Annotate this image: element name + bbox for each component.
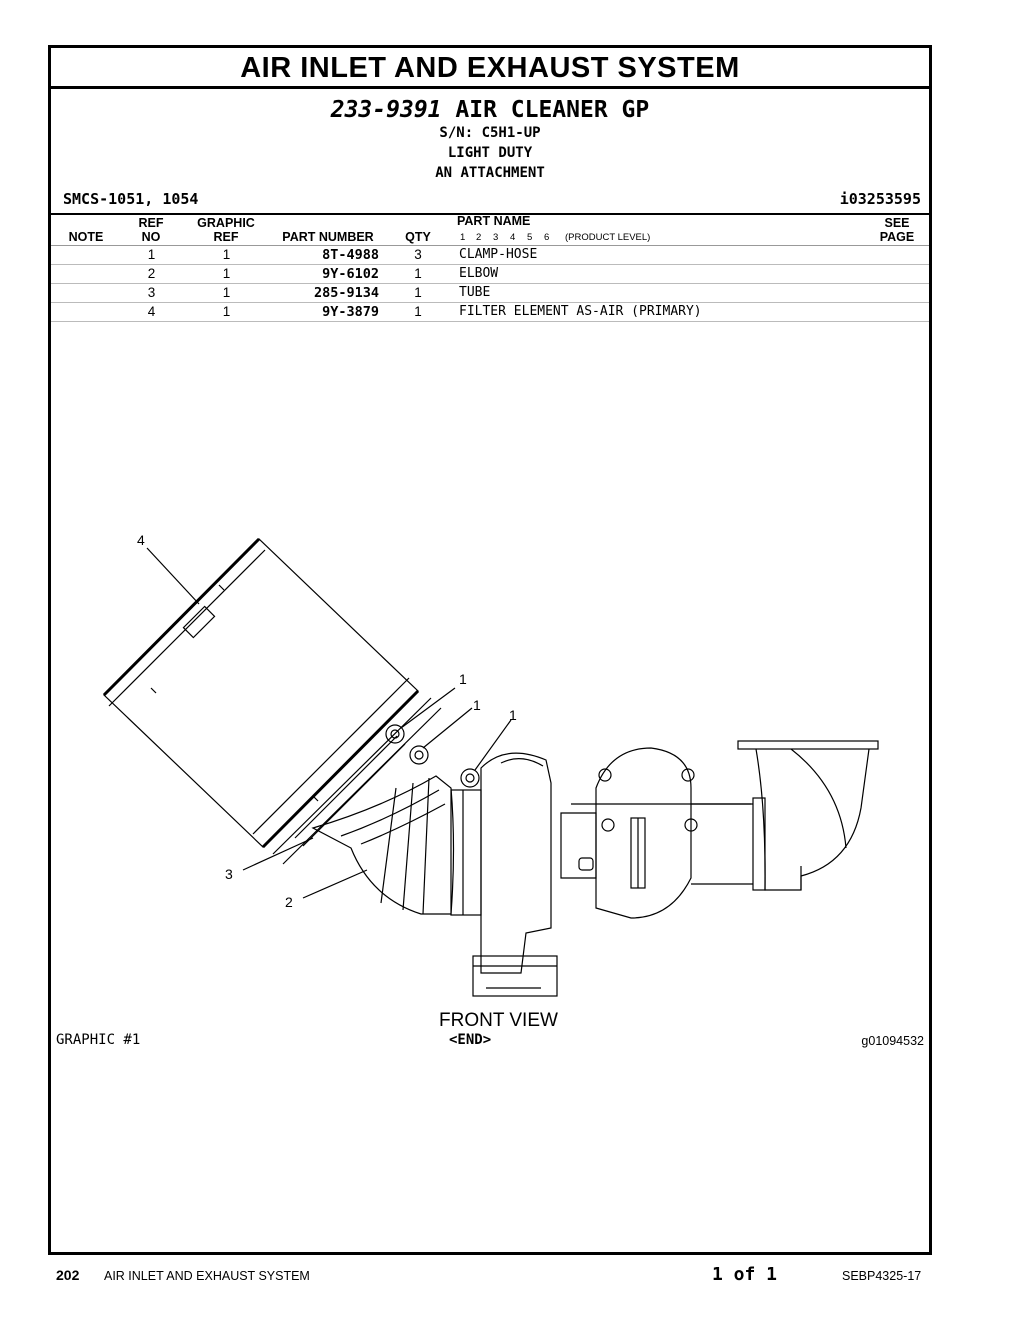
- part-number: 285-9134: [313, 285, 379, 301]
- footer-section: AIR INLET AND EXHAUST SYSTEM: [104, 1269, 310, 1283]
- exhaust-elbow-drawing: [737, 740, 879, 891]
- col-see-top: SEE: [884, 216, 910, 230]
- end-marker: <END>: [449, 1032, 492, 1048]
- part-name: ELBOW: [459, 266, 499, 281]
- part-name: CLAMP-HOSE: [459, 247, 538, 262]
- graphic-ref: 1: [222, 304, 231, 319]
- part-number: 9Y-3879: [322, 304, 379, 320]
- footer-doc-id: SEBP4325-17: [842, 1269, 922, 1283]
- product-level-4: 4: [510, 232, 516, 243]
- ref-no: 1: [147, 247, 156, 262]
- group-line-2: LIGHT DUTY: [447, 145, 533, 161]
- group-title: 233-9391 AIR CLEANER GP: [51, 97, 929, 123]
- ref-no: 4: [147, 304, 156, 319]
- group-name: AIR CLEANER GP: [455, 97, 650, 123]
- table-row: 2 1 9Y-6102 1 ELBOW: [51, 265, 929, 284]
- table-row: 4 1 9Y-3879 1 FILTER ELEMENT AS-AIR (PRI…: [51, 303, 929, 322]
- graphic-ref: 1: [222, 247, 231, 262]
- group-header: 233-9391 AIR CLEANER GP S/N: C5H1-UP LIG…: [51, 89, 929, 183]
- qty: 1: [414, 266, 422, 281]
- illustration-id: i03253595: [839, 190, 921, 208]
- footer-page-of: 1 of 1: [712, 1264, 778, 1285]
- qty: 1: [414, 304, 422, 319]
- turbocharger-drawing: [450, 747, 766, 997]
- part-name: TUBE: [459, 285, 491, 300]
- filter-element-drawing: [102, 537, 420, 849]
- table-row: 3 1 285-9134 1 TUBE: [51, 284, 929, 303]
- col-ref-top: REF: [138, 216, 164, 230]
- callout-label: 1: [473, 697, 481, 713]
- callout-label: 2: [285, 894, 293, 910]
- col-graphic-bottom: REF: [213, 230, 239, 244]
- product-level-label: (PRODUCT LEVEL): [565, 232, 651, 243]
- ref-no: 2: [147, 266, 156, 281]
- section-title: AIR INLET AND EXHAUST SYSTEM: [51, 48, 929, 89]
- product-level-1: 1: [460, 232, 466, 243]
- graphic-number: GRAPHIC #1: [56, 1032, 141, 1048]
- smcs-code: SMCS-1051, 1054: [63, 190, 199, 208]
- group-part-number: 233-9391: [330, 97, 442, 123]
- qty: 1: [414, 285, 422, 300]
- product-level-6: 6: [544, 232, 550, 243]
- exploded-parts-drawing: 4 1 1 1 3 2: [102, 532, 879, 997]
- part-number: 8T-4988: [322, 247, 379, 263]
- callout-label: 4: [137, 532, 145, 548]
- tube-drawing: [272, 697, 442, 865]
- col-part-number: PART NUMBER: [282, 230, 374, 244]
- graphic-ref: 1: [222, 266, 231, 281]
- part-name: FILTER ELEMENT AS-AIR (PRIMARY): [459, 304, 702, 319]
- page-frame: AIR INLET AND EXHAUST SYSTEM 233-9391 AI…: [48, 45, 932, 1255]
- header-rule: [51, 228, 929, 246]
- col-note: NOTE: [68, 230, 104, 244]
- callout-label: 3: [225, 866, 233, 882]
- ref-no: 3: [147, 285, 156, 300]
- graphic-code: g01094532: [861, 1034, 924, 1048]
- callout-label: 1: [459, 671, 467, 687]
- hose-clamp-drawings: [385, 724, 480, 788]
- view-label: FRONT VIEW: [439, 1010, 558, 1031]
- product-level-5: 5: [527, 232, 533, 243]
- table-top-rule: [51, 213, 929, 215]
- elbow-drawing: [311, 775, 455, 915]
- footer-page-number: 202: [56, 1267, 80, 1283]
- callout-leaders: [146, 547, 512, 899]
- part-number: 9Y-6102: [322, 266, 379, 282]
- col-part-name: PART NAME: [457, 214, 531, 228]
- callout-label: 1: [509, 707, 517, 723]
- serial-range: S/N: C5H1-UP: [439, 125, 541, 141]
- graphic-ref: 1: [222, 285, 231, 300]
- col-ref-bottom: NO: [141, 230, 161, 244]
- table-row: 1 1 8T-4988 3 CLAMP-HOSE: [51, 246, 929, 265]
- col-see-bottom: PAGE: [879, 230, 915, 244]
- product-level-2: 2: [476, 232, 482, 243]
- product-level-3: 3: [493, 232, 499, 243]
- qty: 3: [414, 247, 422, 262]
- group-line-3: AN ATTACHMENT: [435, 165, 545, 181]
- col-qty: QTY: [405, 230, 431, 244]
- col-graphic-top: GRAPHIC: [197, 216, 255, 230]
